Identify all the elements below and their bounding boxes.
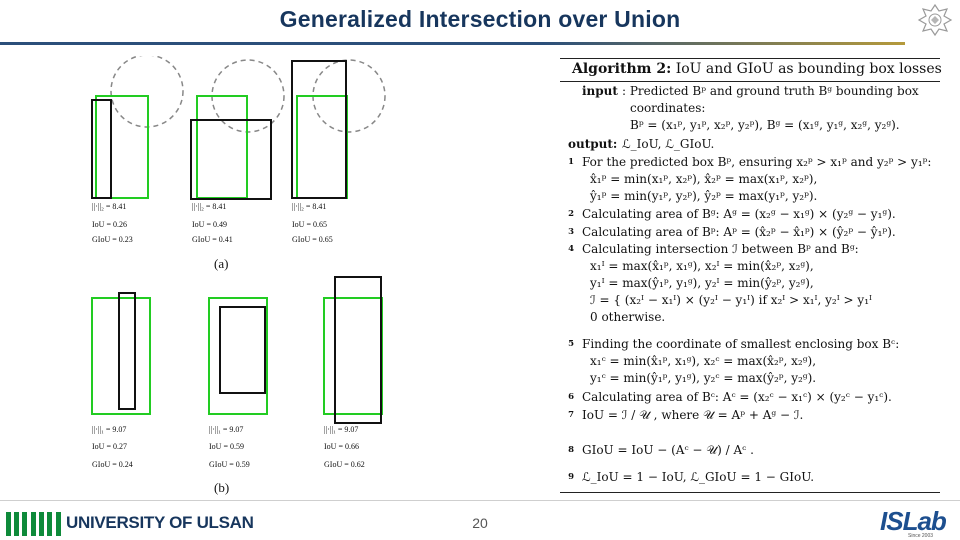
caption-a: (a)	[214, 256, 228, 271]
algorithm-heading-label: Algorithm 2:	[572, 61, 672, 77]
algorithm-step-number: 6	[568, 392, 574, 402]
university-name: UNIVERSITY OF ULSAN	[66, 513, 254, 532]
algorithm-heading-rule	[560, 81, 940, 82]
algorithm-step-number: 4	[568, 244, 574, 254]
algorithm-bottom-rule	[560, 492, 940, 493]
panel-a3	[291, 59, 386, 199]
algorithm-step-text: y₁ᴵ = max(ŷ₁ᵖ, y₁ᵍ), y₂ᴵ = min(ŷ₂ᵖ, y₂ᵍ)…	[590, 276, 814, 290]
algorithm-step-text: 0 otherwise.	[590, 310, 666, 324]
panel-b1	[91, 292, 151, 415]
panel-b2-norm: ||·||₁ = 9.07	[209, 425, 243, 434]
algorithm-step-text: y₁ᶜ = min(ŷ₁ᵖ, y₁ᵍ), y₂ᶜ = max(ŷ₂ᵖ, y₂ᵍ)…	[590, 371, 817, 385]
slide-title: Generalized Intersection over Union	[279, 6, 681, 32]
panel-a2	[190, 59, 285, 200]
panel-a2-norm: ||·||₂ = 8.41	[192, 202, 226, 211]
algorithm-step-number: 7	[568, 410, 574, 420]
university-logo-icon	[6, 512, 61, 536]
panel-a1	[91, 54, 184, 199]
footer-divider	[0, 500, 960, 501]
algorithm-heading: Algorithm 2: IoU and GIoU as bounding bo…	[572, 61, 942, 77]
algorithm-step-text: Finding the coordinate of smallest enclo…	[582, 337, 900, 351]
panel-b1-giou: GIoU = 0.24	[92, 460, 133, 469]
algorithm-step-text: Calculating area of Bᶜ: Aᶜ = (x₂ᶜ − x₁ᶜ)…	[582, 390, 892, 404]
panel-b3-norm: ||·||₁ = 9.07	[324, 425, 358, 434]
panel-a2-giou: GIoU = 0.41	[192, 235, 233, 244]
algorithm-step-text: For the predicted box Bᵖ, ensuring x₂ᵖ >…	[582, 155, 932, 169]
iou-figure: ||·||₂ = 8.41 IoU = 0.26 GIoU = 0.23 ||·…	[80, 54, 405, 498]
algorithm-step-number: 5	[568, 339, 574, 349]
input-coords: Bᵖ = (x₁ᵖ, y₁ᵖ, x₂ᵖ, y₂ᵖ), Bᵍ = (x₁ᵍ, y₁…	[630, 118, 900, 132]
panel-b3-giou: GIoU = 0.62	[324, 460, 365, 469]
output-label: output:	[568, 137, 618, 151]
panel-b3	[323, 276, 383, 424]
algorithm-step-number: 9	[568, 472, 574, 482]
algorithm-step-text: Calculating intersection ℐ between Bᵖ an…	[582, 242, 859, 256]
caption-b: (b)	[214, 480, 229, 495]
university-seal-icon	[917, 3, 953, 37]
algorithm-step-number: 3	[568, 227, 574, 237]
algorithm-step-text: Calculating area of Bᵍ: Aᵍ = (x₂ᵍ − x₁ᵍ)…	[582, 207, 896, 221]
algorithm-step-number: 2	[568, 209, 574, 219]
panel-b1-norm: ||·||₁ = 9.07	[92, 425, 126, 434]
algorithm-step-text: ℒ_IoU = 1 − IoU, ℒ_GIoU = 1 − GIoU.	[582, 470, 815, 484]
panel-a1-iou: IoU = 0.26	[92, 220, 127, 229]
algorithm-step-text: Calculating area of Bᵖ: Aᵖ = (x̂₂ᵖ − x̂₁…	[582, 225, 896, 239]
algorithm-step-text: GIoU = IoU − (Aᶜ − 𝒰) / Aᶜ .	[582, 443, 754, 457]
algorithm-box: Algorithm 2: IoU and GIoU as bounding bo…	[560, 58, 942, 494]
panel-a3-giou: GIoU = 0.65	[292, 235, 333, 244]
algorithm-heading-text: IoU and GIoU as bounding box losses	[675, 61, 942, 77]
panel-b2-giou: GIoU = 0.59	[209, 460, 250, 469]
algorithm-step-number: 1	[568, 157, 574, 167]
panel-a1-norm: ||·||₂ = 8.41	[92, 202, 126, 211]
output-text: ℒ_IoU, ℒ_GIoU.	[622, 137, 715, 151]
lab-logo: ISLab	[880, 506, 947, 536]
algorithm-step-text: x̂₁ᵖ = min(x₁ᵖ, x₂ᵖ), x̂₂ᵖ = max(x₁ᵖ, x₂…	[590, 172, 818, 186]
panel-a3-norm: ||·||₂ = 8.41	[292, 202, 326, 211]
iou-figure-svg: ||·||₂ = 8.41 IoU = 0.26 GIoU = 0.23 ||·…	[91, 54, 386, 495]
panel-a3-iou: IoU = 0.65	[292, 220, 327, 229]
algorithm-step-text: ŷ₁ᵖ = min(y₁ᵖ, y₂ᵖ), ŷ₂ᵖ = max(y₁ᵖ, y₂ᵖ)…	[590, 189, 818, 203]
algorithm-step-number: 8	[568, 445, 574, 455]
panel-b1-iou: IoU = 0.27	[92, 442, 127, 451]
panel-b3-iou: IoU = 0.66	[324, 442, 359, 451]
input-label: input	[582, 84, 618, 98]
panel-b2-iou: IoU = 0.59	[209, 442, 244, 451]
panel-a2-iou: IoU = 0.49	[192, 220, 227, 229]
algorithm-step-text: x₁ᶜ = min(x̂₁ᵖ, x₁ᵍ), x₂ᶜ = max(x̂₂ᵖ, x₂…	[590, 354, 817, 368]
algorithm-step-text: ℐ = { (x₂ᴵ − x₁ᴵ) × (y₂ᴵ − y₁ᴵ) if x₂ᴵ >…	[590, 293, 872, 307]
input-text-2: coordinates:	[630, 101, 706, 115]
algorithm-step-text: x₁ᴵ = max(x̂₁ᵖ, x₁ᵍ), x₂ᴵ = min(x̂₂ᵖ, x₂…	[590, 259, 814, 273]
panel-b2	[208, 297, 268, 415]
algorithm-top-rule	[560, 58, 940, 59]
title-underline	[0, 42, 905, 45]
lab-logo-subtitle: Since 2003	[908, 533, 934, 539]
page-number: 20	[472, 515, 488, 531]
algorithm-step-text: IoU = ℐ / 𝒰 , where 𝒰 = Aᵖ + Aᵍ − ℐ.	[582, 408, 804, 422]
input-text: : Predicted Bᵖ and ground truth Bᵍ bound…	[622, 84, 919, 98]
panel-a1-giou: GIoU = 0.23	[92, 235, 133, 244]
